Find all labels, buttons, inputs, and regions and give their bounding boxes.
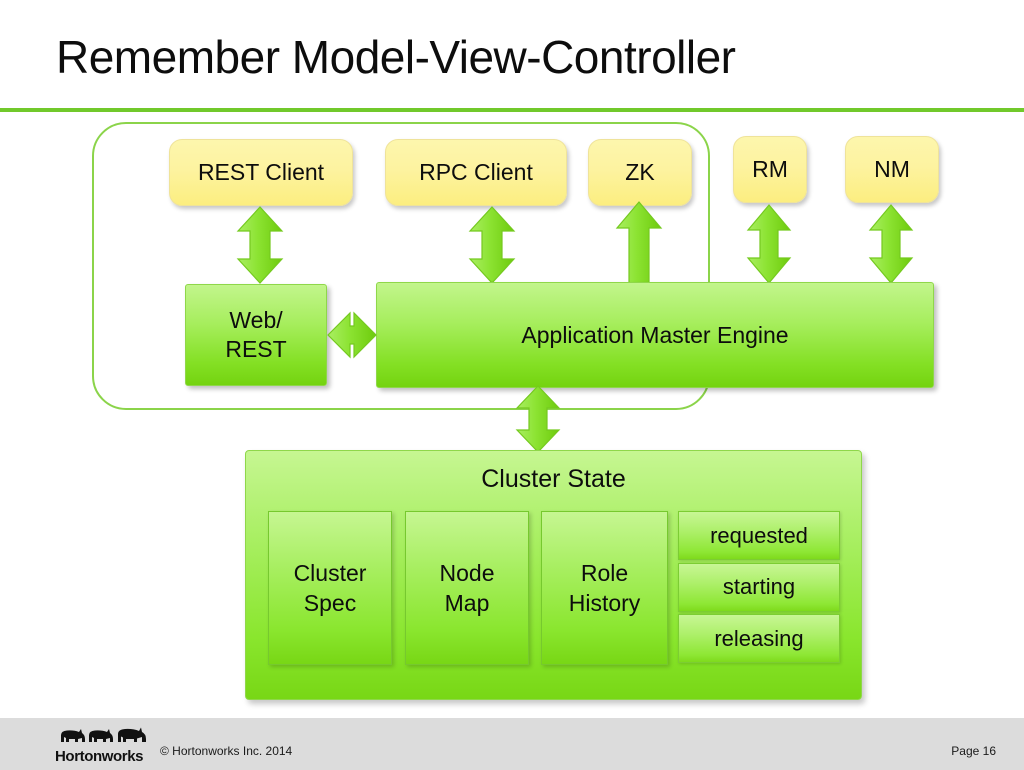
cluster-state-title: Cluster State — [481, 465, 626, 493]
cluster-state-container[interactable]: Cluster State Cluster Spec Node Map Role… — [245, 450, 862, 700]
copyright-text: © Hortonworks Inc. 2014 — [160, 744, 293, 758]
box-nm[interactable]: NM — [845, 136, 939, 203]
box-web-rest-line2: REST — [225, 336, 287, 362]
hortonworks-logo: Hortonworks — [55, 726, 170, 765]
cell-node-map-line1: Node — [439, 560, 495, 586]
box-application-master-engine[interactable]: Application Master Engine — [376, 282, 934, 388]
cell-node-map-line2: Map — [444, 590, 490, 616]
box-zk-label: ZK — [625, 159, 655, 185]
hortonworks-wordmark: Hortonworks — [55, 748, 144, 765]
cell-cluster-spec-line2: Spec — [303, 590, 357, 616]
box-application-master-engine-label: Application Master Engine — [521, 321, 789, 348]
state-stack: requested starting releasing — [678, 511, 840, 663]
cell-role-history-line2: History — [568, 590, 641, 616]
state-releasing[interactable]: releasing — [678, 614, 840, 663]
box-rest-client[interactable]: REST Client — [169, 139, 353, 206]
cell-cluster-spec-line1: Cluster — [293, 560, 367, 586]
page-number: Page 16 — [951, 744, 996, 758]
state-requested-label: requested — [710, 522, 808, 548]
cell-role-history-line1: Role — [580, 560, 629, 586]
application-master-boundary — [92, 122, 710, 410]
box-web-rest[interactable]: Web/ REST — [185, 284, 327, 386]
box-rm[interactable]: RM — [733, 136, 807, 203]
box-rest-client-label: REST Client — [197, 159, 325, 185]
arrow-nm-to-engine — [866, 203, 916, 285]
box-rpc-client-label: RPC Client — [419, 159, 533, 185]
box-rm-label: RM — [752, 156, 788, 182]
box-web-rest-line1: Web/ — [229, 307, 283, 333]
cell-node-map[interactable]: Node Map — [405, 511, 529, 665]
state-requested[interactable]: requested — [678, 511, 840, 560]
elephants-icon — [61, 727, 146, 742]
box-rpc-client[interactable]: RPC Client — [385, 139, 567, 206]
cell-role-history[interactable]: Role History — [541, 511, 668, 665]
arrow-rest-client-to-web-rest — [234, 205, 286, 285]
state-releasing-label: releasing — [714, 625, 804, 651]
arrow-rpc-client-to-engine — [466, 205, 518, 285]
page-title: Remember Model-View-Controller — [56, 31, 736, 83]
cell-cluster-spec[interactable]: Cluster Spec — [268, 511, 392, 665]
arrow-zk-to-engine — [613, 200, 665, 287]
box-nm-label: NM — [874, 156, 910, 182]
arrow-web-rest-to-engine — [326, 308, 378, 362]
footer: Hortonworks © Hortonworks Inc. 2014 Page… — [0, 716, 1024, 770]
state-starting[interactable]: starting — [678, 562, 840, 612]
state-starting-label: starting — [722, 574, 796, 599]
title-divider — [0, 108, 1024, 112]
box-zk[interactable]: ZK — [588, 139, 692, 206]
arrow-rm-to-engine — [744, 203, 794, 285]
arrow-engine-to-cluster-state — [513, 384, 563, 454]
